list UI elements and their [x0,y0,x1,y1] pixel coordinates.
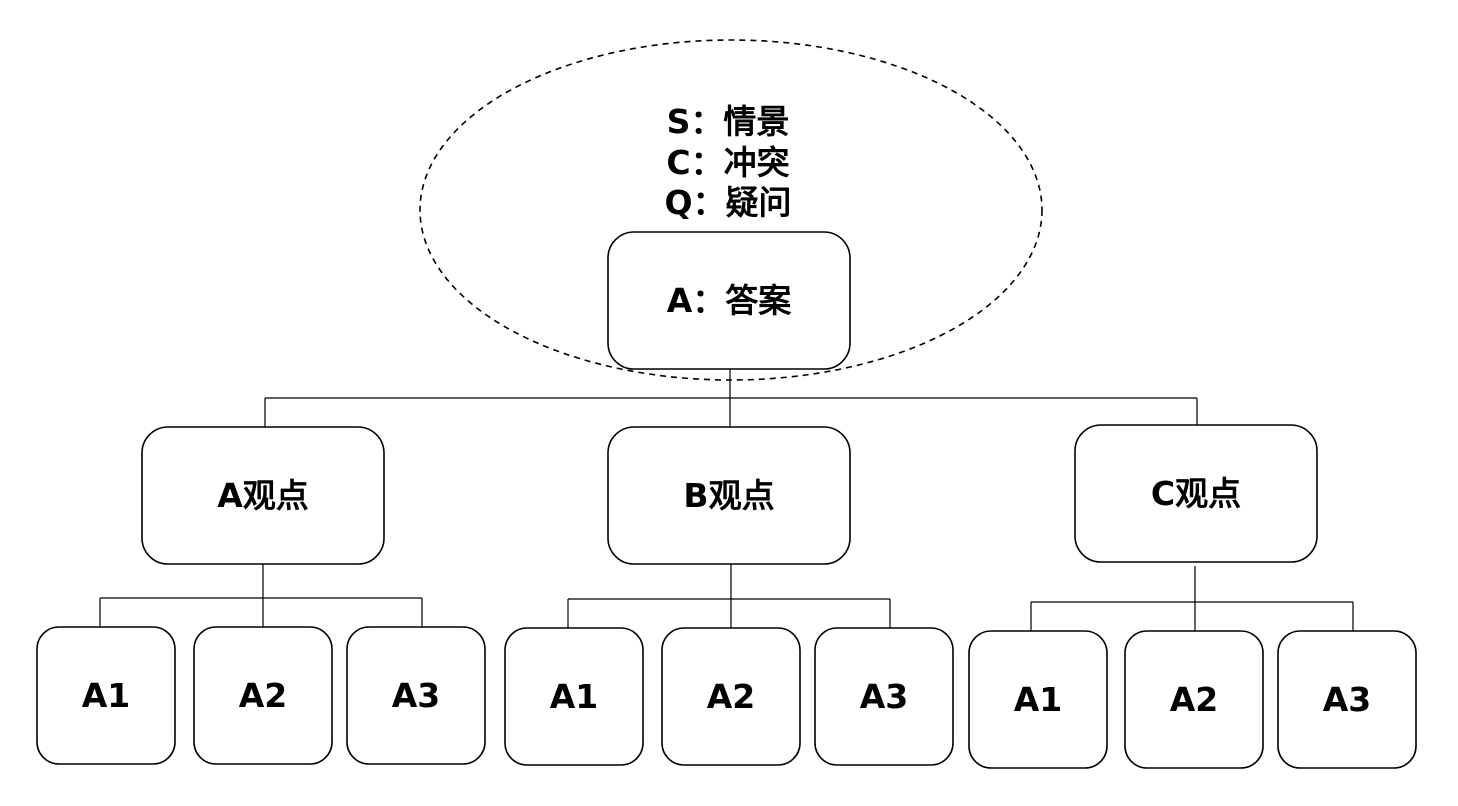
leaf-node-a-2: A2 [193,626,333,765]
answer-node: A：答案 [607,231,851,370]
leaf-label-c-1: A1 [1014,680,1063,719]
scq-complication: C：冲突 [666,143,789,182]
point-node-a: A观点 [141,426,385,565]
leaf-label-a-1: A1 [82,676,131,715]
point-label-b: B观点 [683,476,774,515]
connectors-group-a [99,564,423,628]
point-node-c: C观点 [1074,424,1318,563]
leaf-node-c-1: A1 [968,630,1108,769]
leaf-label-b-1: A1 [550,677,599,716]
leaf-label-b-2: A2 [707,677,756,716]
leaf-label-b-3: A3 [860,677,909,716]
leaf-node-c-2: A2 [1124,630,1264,769]
leaf-label-c-3: A3 [1323,680,1372,719]
connectors-group-b [567,564,891,628]
leaf-node-b-2: A2 [661,627,801,766]
point-node-b: B观点 [607,426,851,565]
scq-ellipse [419,39,1043,381]
scq-question: Q：疑问 [664,183,791,222]
connectors-group-c [1030,566,1354,632]
leaf-label-a-3: A3 [392,676,441,715]
point-label-a: A观点 [217,476,309,515]
leaf-node-a-3: A3 [346,626,486,765]
point-label-c: C观点 [1151,474,1241,513]
leaf-label-c-2: A2 [1170,680,1219,719]
scq-situation: S：情景 [667,102,790,141]
leaf-node-a-1: A1 [36,626,176,765]
leaf-node-b-3: A3 [814,627,954,766]
leaf-label-a-2: A2 [239,676,288,715]
connectors-level-1 [264,368,1198,427]
leaf-node-c-3: A3 [1277,630,1417,769]
answer-label: A：答案 [667,281,793,320]
leaf-node-b-1: A1 [504,627,644,766]
